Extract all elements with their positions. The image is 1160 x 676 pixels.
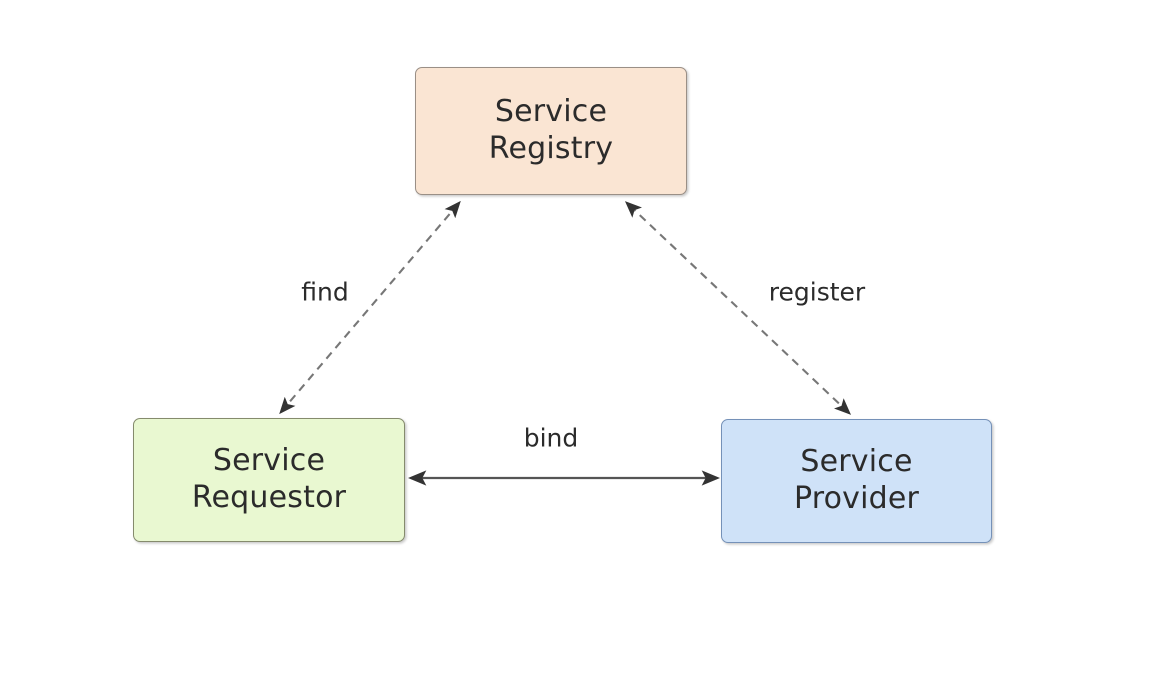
node-service-registry[interactable]: Service Registry [415,67,687,195]
node-service-registry-label-line2: Registry [488,131,614,166]
node-service-requestor-label-line2: Requestor [191,480,347,515]
node-service-requestor[interactable]: Service Requestor [133,418,405,542]
edge-label-find: find [296,277,354,307]
node-service-provider-label-line1: Service [800,444,913,480]
edge-label-bind: bind [518,423,584,453]
node-service-provider-label-line2: Provider [793,481,920,516]
node-service-registry-label-line1: Service [494,94,608,130]
edge-label-register: register [763,277,871,307]
edge-register [624,201,852,415]
node-service-requestor-label-line1: Service [212,443,326,479]
edge-find [279,200,461,415]
node-service-provider[interactable]: Service Provider [721,419,992,543]
